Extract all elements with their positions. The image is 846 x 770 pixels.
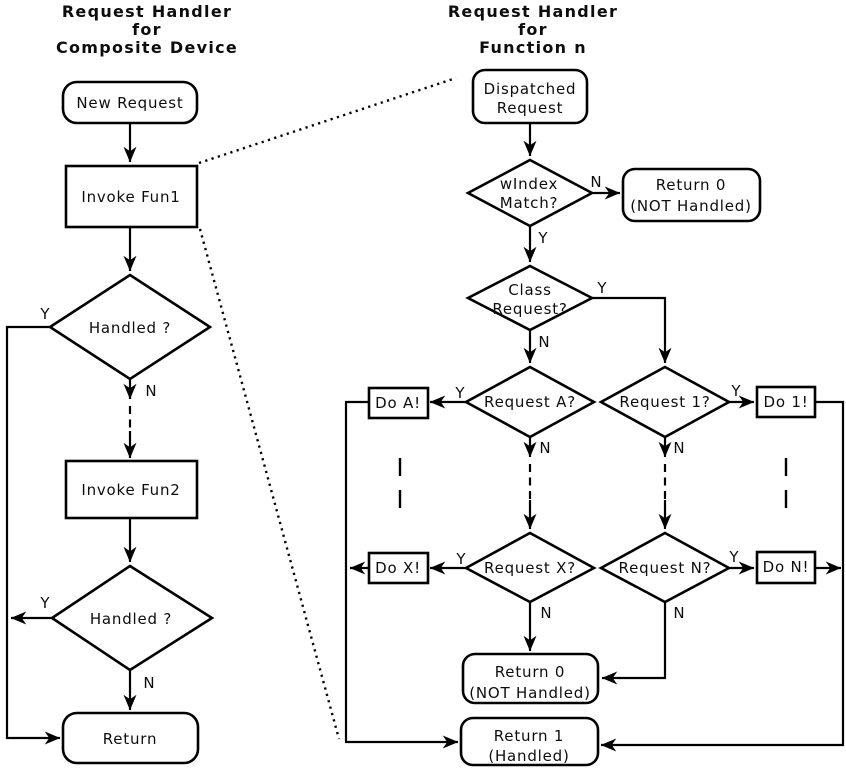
node-return — [61, 711, 200, 765]
node-do-1 — [755, 385, 817, 419]
node-return1-label2: (Handled) — [488, 747, 569, 765]
node-request-a-label: Request A? — [484, 393, 576, 411]
zoom-link-bottom-dotted-line — [198, 228, 341, 740]
node-return-label: Return — [103, 730, 158, 748]
branch-handled1-yes-label: Y — [39, 305, 50, 323]
node-handled-1-decision — [47, 273, 213, 381]
node-invoke-fun1-label: Invoke Fun1 — [81, 188, 180, 206]
node-do-x-label: Do X! — [375, 559, 421, 577]
node-return0-top-label2: (NOT Handled) — [630, 197, 751, 215]
branch-windex-yes-label: Y — [537, 229, 548, 247]
node-class-request-label1: Class — [508, 281, 551, 299]
branch-request-n-no-label: N — [673, 604, 684, 622]
node-handled-1-label: Handled ? — [89, 319, 171, 337]
node-do-n — [755, 550, 817, 585]
edge-requestn-no-to-return0b — [601, 602, 667, 685]
node-request-a-decision — [463, 365, 597, 439]
node-return0-top-label1: Return 0 — [656, 176, 727, 194]
left-title-line3: Composite Device — [56, 38, 238, 57]
right-title-line2: for — [518, 20, 548, 39]
branch-request-a-yes-label: Y — [454, 384, 465, 402]
zoom-link-top-dotted-line — [198, 76, 457, 165]
edge-do1-to-return1 — [600, 400, 845, 752]
node-new-request — [61, 80, 199, 125]
node-return1-label1: Return 1 — [494, 727, 565, 745]
node-do-a — [367, 386, 430, 420]
branch-handled1-no-label: N — [145, 382, 156, 400]
node-invoke-fun2 — [64, 459, 199, 520]
branch-class-yes-label: Y — [596, 279, 607, 297]
node-dispatched-request-label2: Request — [497, 99, 564, 117]
node-return1 — [459, 716, 600, 767]
left-title-line1: Request Handler — [62, 2, 232, 21]
node-return0-bottom-label1: Return 0 — [495, 663, 566, 681]
node-request-n-decision — [598, 531, 732, 604]
node-request-x-decision — [463, 531, 597, 604]
node-request-x-label: Request X? — [484, 559, 576, 577]
node-new-request-label: New Request — [76, 94, 183, 112]
node-windex-match-label2: Match? — [500, 194, 559, 212]
branch-request-a-no-label: N — [539, 439, 550, 457]
node-windex-match-label1: wIndex — [500, 175, 558, 193]
node-do-a-label: Do A! — [375, 394, 421, 412]
node-do-n-label: Do N! — [763, 558, 810, 576]
node-dispatched-request — [471, 68, 589, 125]
node-request-1-decision — [598, 365, 732, 439]
branch-class-no-label: N — [538, 333, 549, 351]
branch-request-n-yes-label: Y — [728, 548, 739, 566]
edge-doa-to-return1 — [344, 400, 459, 749]
branch-request-x-no-label: N — [540, 604, 551, 622]
branch-request-1-no-label: N — [673, 439, 684, 457]
node-dispatched-request-label1: Dispatched — [484, 80, 577, 98]
node-class-request-decision — [465, 264, 595, 332]
edge-handled1-yes-to-return — [5, 325, 61, 745]
branch-handled2-no-label: N — [143, 674, 154, 692]
node-request-n-label: Request N? — [619, 559, 712, 577]
node-windex-match-decision — [465, 158, 595, 228]
branch-windex-no-label: N — [590, 173, 601, 191]
right-title-line1: Request Handler — [448, 2, 618, 21]
node-do-x — [367, 551, 430, 585]
node-invoke-fun1 — [64, 164, 199, 229]
branch-request-x-yes-label: Y — [455, 550, 466, 568]
node-invoke-fun2-label: Invoke Fun2 — [81, 481, 180, 499]
node-return0-bottom-label2: (NOT Handled) — [469, 684, 590, 702]
node-class-request-label2: Request? — [492, 300, 567, 318]
branch-request-1-yes-label: Y — [730, 382, 741, 400]
node-do-1-label: Do 1! — [763, 393, 808, 411]
node-return0-bottom — [461, 652, 600, 705]
branch-handled2-yes-label: Y — [39, 594, 50, 612]
node-handled-2-label: Handled ? — [90, 610, 172, 628]
node-request-1-label: Request 1? — [619, 393, 710, 411]
node-handled-2-decision — [49, 564, 215, 672]
edge-class-yes-to-request1 — [592, 296, 672, 364]
left-title-line2: for — [132, 20, 162, 39]
node-return0-top — [621, 167, 762, 223]
right-title-line3: Function n — [479, 38, 587, 57]
